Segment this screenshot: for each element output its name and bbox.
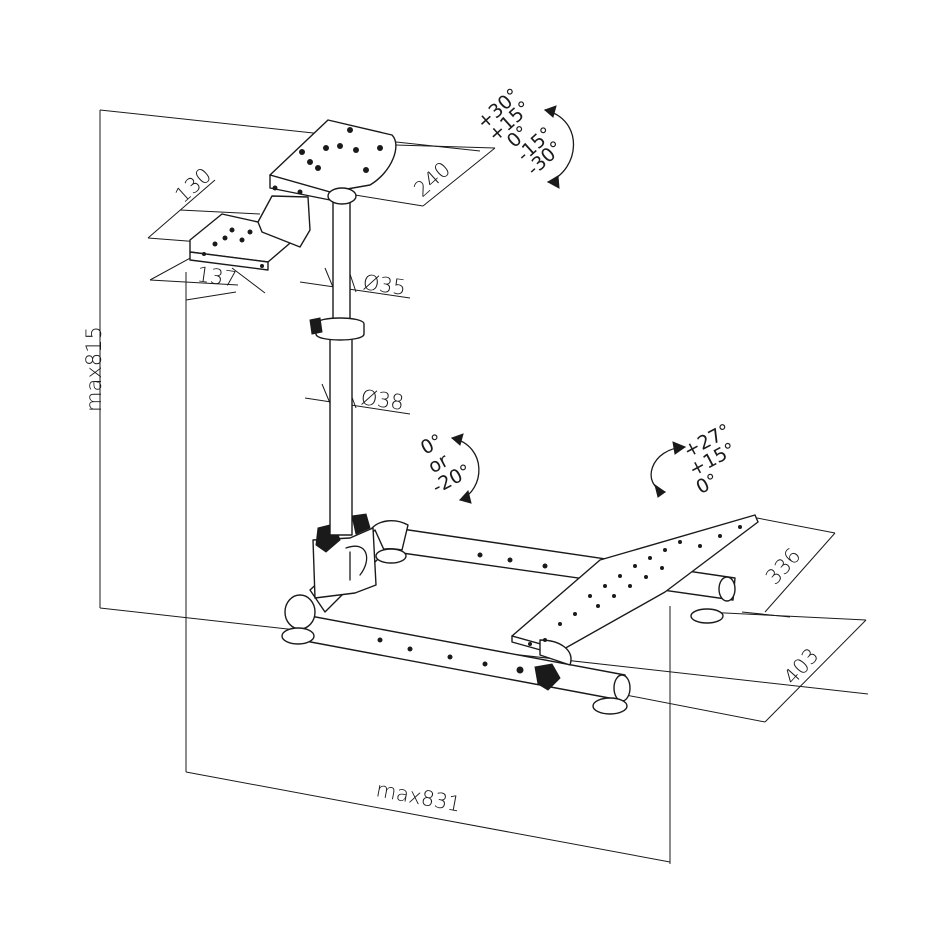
upper-tube: [332, 197, 351, 334]
foot: [690, 608, 724, 624]
column-bracket: [312, 513, 377, 599]
wheel-plate-assembly: [189, 119, 397, 271]
foot: [375, 548, 407, 564]
lower-tube: [329, 329, 353, 536]
rotation-arrows: [451, 105, 687, 504]
wheel-plate: [269, 119, 397, 193]
foot: [281, 627, 315, 645]
height-label: max815: [82, 326, 106, 412]
lower-tube-diameter-label: Ø38: [359, 385, 405, 415]
column: [309, 197, 365, 536]
base-depth-label: 403: [779, 643, 824, 689]
pedal-plate-assembly: [511, 514, 759, 691]
shifter-plate-depth-label: 137: [195, 262, 238, 291]
shifter-plate-width-label: 130: [170, 163, 216, 208]
foot: [592, 697, 628, 715]
width-label: max831: [374, 777, 463, 816]
pedal-plate-depth-label: 336: [761, 543, 806, 589]
wheel-plate-width-label: 240: [409, 157, 455, 202]
upper-tube-diameter-label: Ø35: [361, 270, 407, 300]
